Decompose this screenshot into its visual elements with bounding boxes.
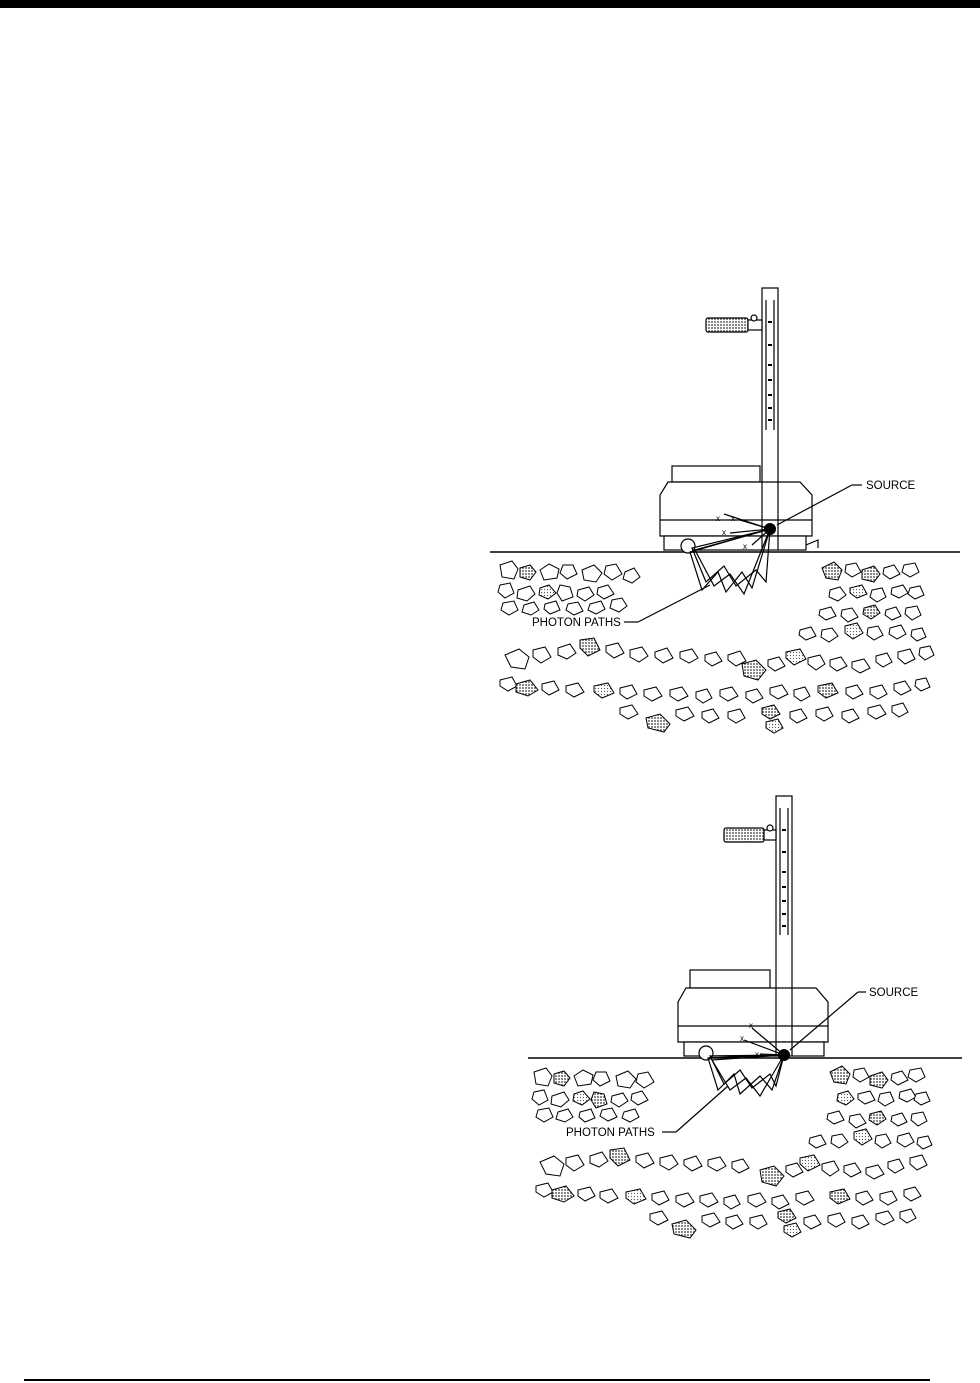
svg-text:x: x (749, 1021, 753, 1030)
source-label: SOURCE (869, 987, 919, 999)
gauge-diagram-1: x x x x SOURCE PHOTON PATHS (0, 0, 980, 760)
source-label: SOURCE (866, 480, 916, 492)
gauge-body (660, 466, 818, 553)
svg-text:x: x (743, 542, 747, 551)
photon-paths-label: PHOTON PATHS (532, 617, 621, 629)
svg-text:x: x (716, 514, 720, 523)
figure-backscatter-1: x x x x SOURCE PHOTON PATHS (0, 0, 980, 760)
bottom-rule (24, 1379, 930, 1381)
svg-text:x: x (722, 528, 726, 537)
svg-text:x: x (755, 1050, 759, 1059)
svg-text:x: x (731, 514, 735, 523)
figure-backscatter-2: x x x SOURCE PHOTON PATHS (0, 760, 980, 1260)
svg-text:x: x (740, 1034, 744, 1043)
gauge-body (678, 970, 828, 1060)
aggregate-stones (498, 561, 934, 733)
gauge-diagram-2: x x x SOURCE PHOTON PATHS (0, 760, 980, 1260)
aggregate-stones (532, 1066, 932, 1238)
photon-paths-label: PHOTON PATHS (566, 1127, 655, 1139)
